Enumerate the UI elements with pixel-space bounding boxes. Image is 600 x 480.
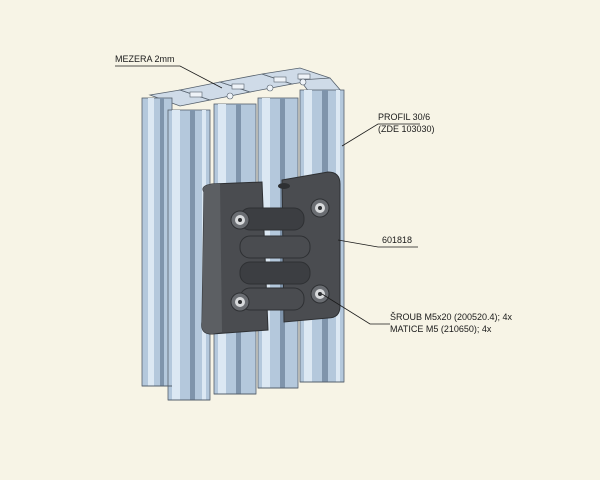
screw-bottom-right — [310, 284, 330, 304]
hinge-label: 601818 — [382, 235, 412, 245]
hinge-leader — [337, 239, 418, 248]
profile-label-line2: (ZDE 103030) — [378, 124, 435, 134]
annotation-labels: MEZERA 2mm PROFIL 30/6 (ZDE 103030) 6018… — [115, 54, 513, 334]
screw-top-right — [310, 198, 330, 218]
gap-label: MEZERA 2mm — [115, 54, 175, 64]
profile-label-line1: PROFIL 30/6 — [378, 112, 430, 122]
screw-label-line1: ŠROUB M5x20 (200520.4); 4x — [390, 312, 513, 322]
leader-lines — [115, 65, 420, 325]
screw-top-left — [230, 210, 250, 230]
screw-bottom-left — [230, 292, 250, 312]
nut-label-line2: MATICE M5 (210650); 4x — [390, 324, 492, 334]
screw-leader — [321, 293, 390, 325]
profile-leader — [341, 123, 420, 147]
gap-leader — [115, 65, 223, 89]
hinge-601818 — [201, 171, 341, 335]
